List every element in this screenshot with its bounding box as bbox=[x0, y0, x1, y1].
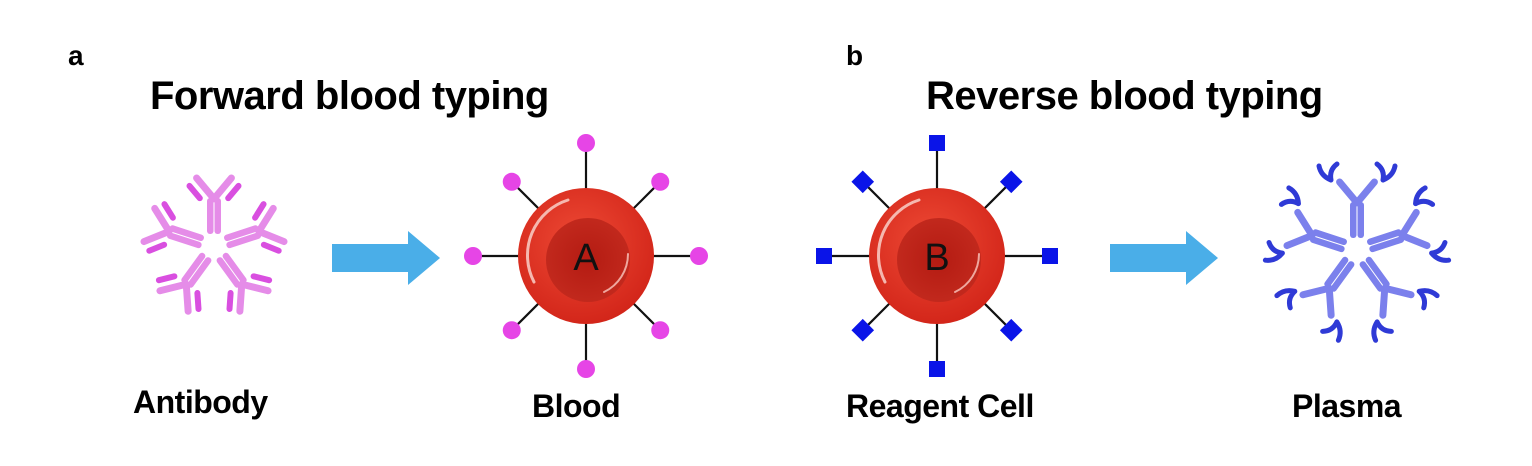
arrow-shape bbox=[1110, 231, 1218, 285]
plasma-label: Plasma bbox=[1292, 388, 1402, 424]
antigen-square bbox=[1042, 248, 1058, 264]
antigen-circle bbox=[577, 360, 595, 378]
antigen-circle bbox=[690, 247, 708, 265]
antibody-cluster-icon bbox=[140, 174, 288, 315]
reagent-cell-label: Reagent Cell bbox=[846, 388, 1034, 424]
antigen-circle bbox=[577, 134, 595, 152]
antigen-stalk bbox=[631, 185, 657, 211]
antibody-icon bbox=[1367, 185, 1452, 263]
cell-type-letter: B bbox=[924, 237, 949, 279]
antigen-stalk bbox=[631, 301, 657, 327]
plasma-antibody-cluster-icon bbox=[1262, 161, 1452, 343]
antibody-icon bbox=[1274, 256, 1355, 343]
cell-center bbox=[897, 218, 981, 302]
panel-a-title: Forward blood typing bbox=[150, 74, 549, 118]
cell-highlight bbox=[526, 198, 570, 284]
red-blood-cell-a-icon: A bbox=[464, 134, 708, 378]
antigen-square bbox=[929, 135, 945, 151]
antibody-icon bbox=[1316, 161, 1398, 238]
antigen-stalk bbox=[515, 301, 541, 327]
antibody-icon bbox=[140, 201, 204, 254]
arrow-right-icon bbox=[1110, 231, 1218, 285]
antibody-label: Antibody bbox=[133, 384, 268, 420]
panel-b-letter: b bbox=[846, 40, 864, 71]
cell-highlight bbox=[603, 253, 630, 293]
antigen-square bbox=[929, 361, 945, 377]
antibody-icon bbox=[155, 252, 212, 315]
arrow-shape bbox=[332, 231, 440, 285]
antigen-stalk bbox=[866, 185, 892, 211]
antigen-square bbox=[851, 318, 875, 342]
red-blood-cell-b-icon: B bbox=[816, 135, 1058, 377]
cell-type-letter: A bbox=[573, 237, 599, 279]
antigen-stalk bbox=[866, 301, 892, 327]
blood-label: Blood bbox=[532, 388, 621, 424]
antigen-stalk bbox=[982, 301, 1008, 327]
antigen-square bbox=[816, 248, 832, 264]
antigen-circle bbox=[651, 321, 670, 340]
antigen-stalk bbox=[982, 185, 1008, 211]
antigen-circle bbox=[502, 172, 521, 191]
antigen-circle bbox=[464, 247, 482, 265]
antigen-square bbox=[999, 318, 1023, 342]
arrow-right-icon bbox=[332, 231, 440, 285]
antigen-circle bbox=[651, 172, 670, 191]
antigen-circle bbox=[502, 321, 521, 340]
antibody-icon bbox=[186, 174, 242, 234]
panel-b-title: Reverse blood typing bbox=[926, 74, 1323, 118]
cell-highlight bbox=[877, 198, 921, 284]
panel-a-letter: a bbox=[68, 40, 84, 71]
antibody-icon bbox=[1262, 185, 1347, 263]
antibody-icon bbox=[216, 252, 273, 315]
cell-center bbox=[546, 218, 630, 302]
antigen-stalk bbox=[515, 185, 541, 211]
antibody-icon bbox=[224, 201, 288, 254]
cell-highlight bbox=[954, 253, 981, 293]
antibody-icon bbox=[1359, 256, 1440, 343]
